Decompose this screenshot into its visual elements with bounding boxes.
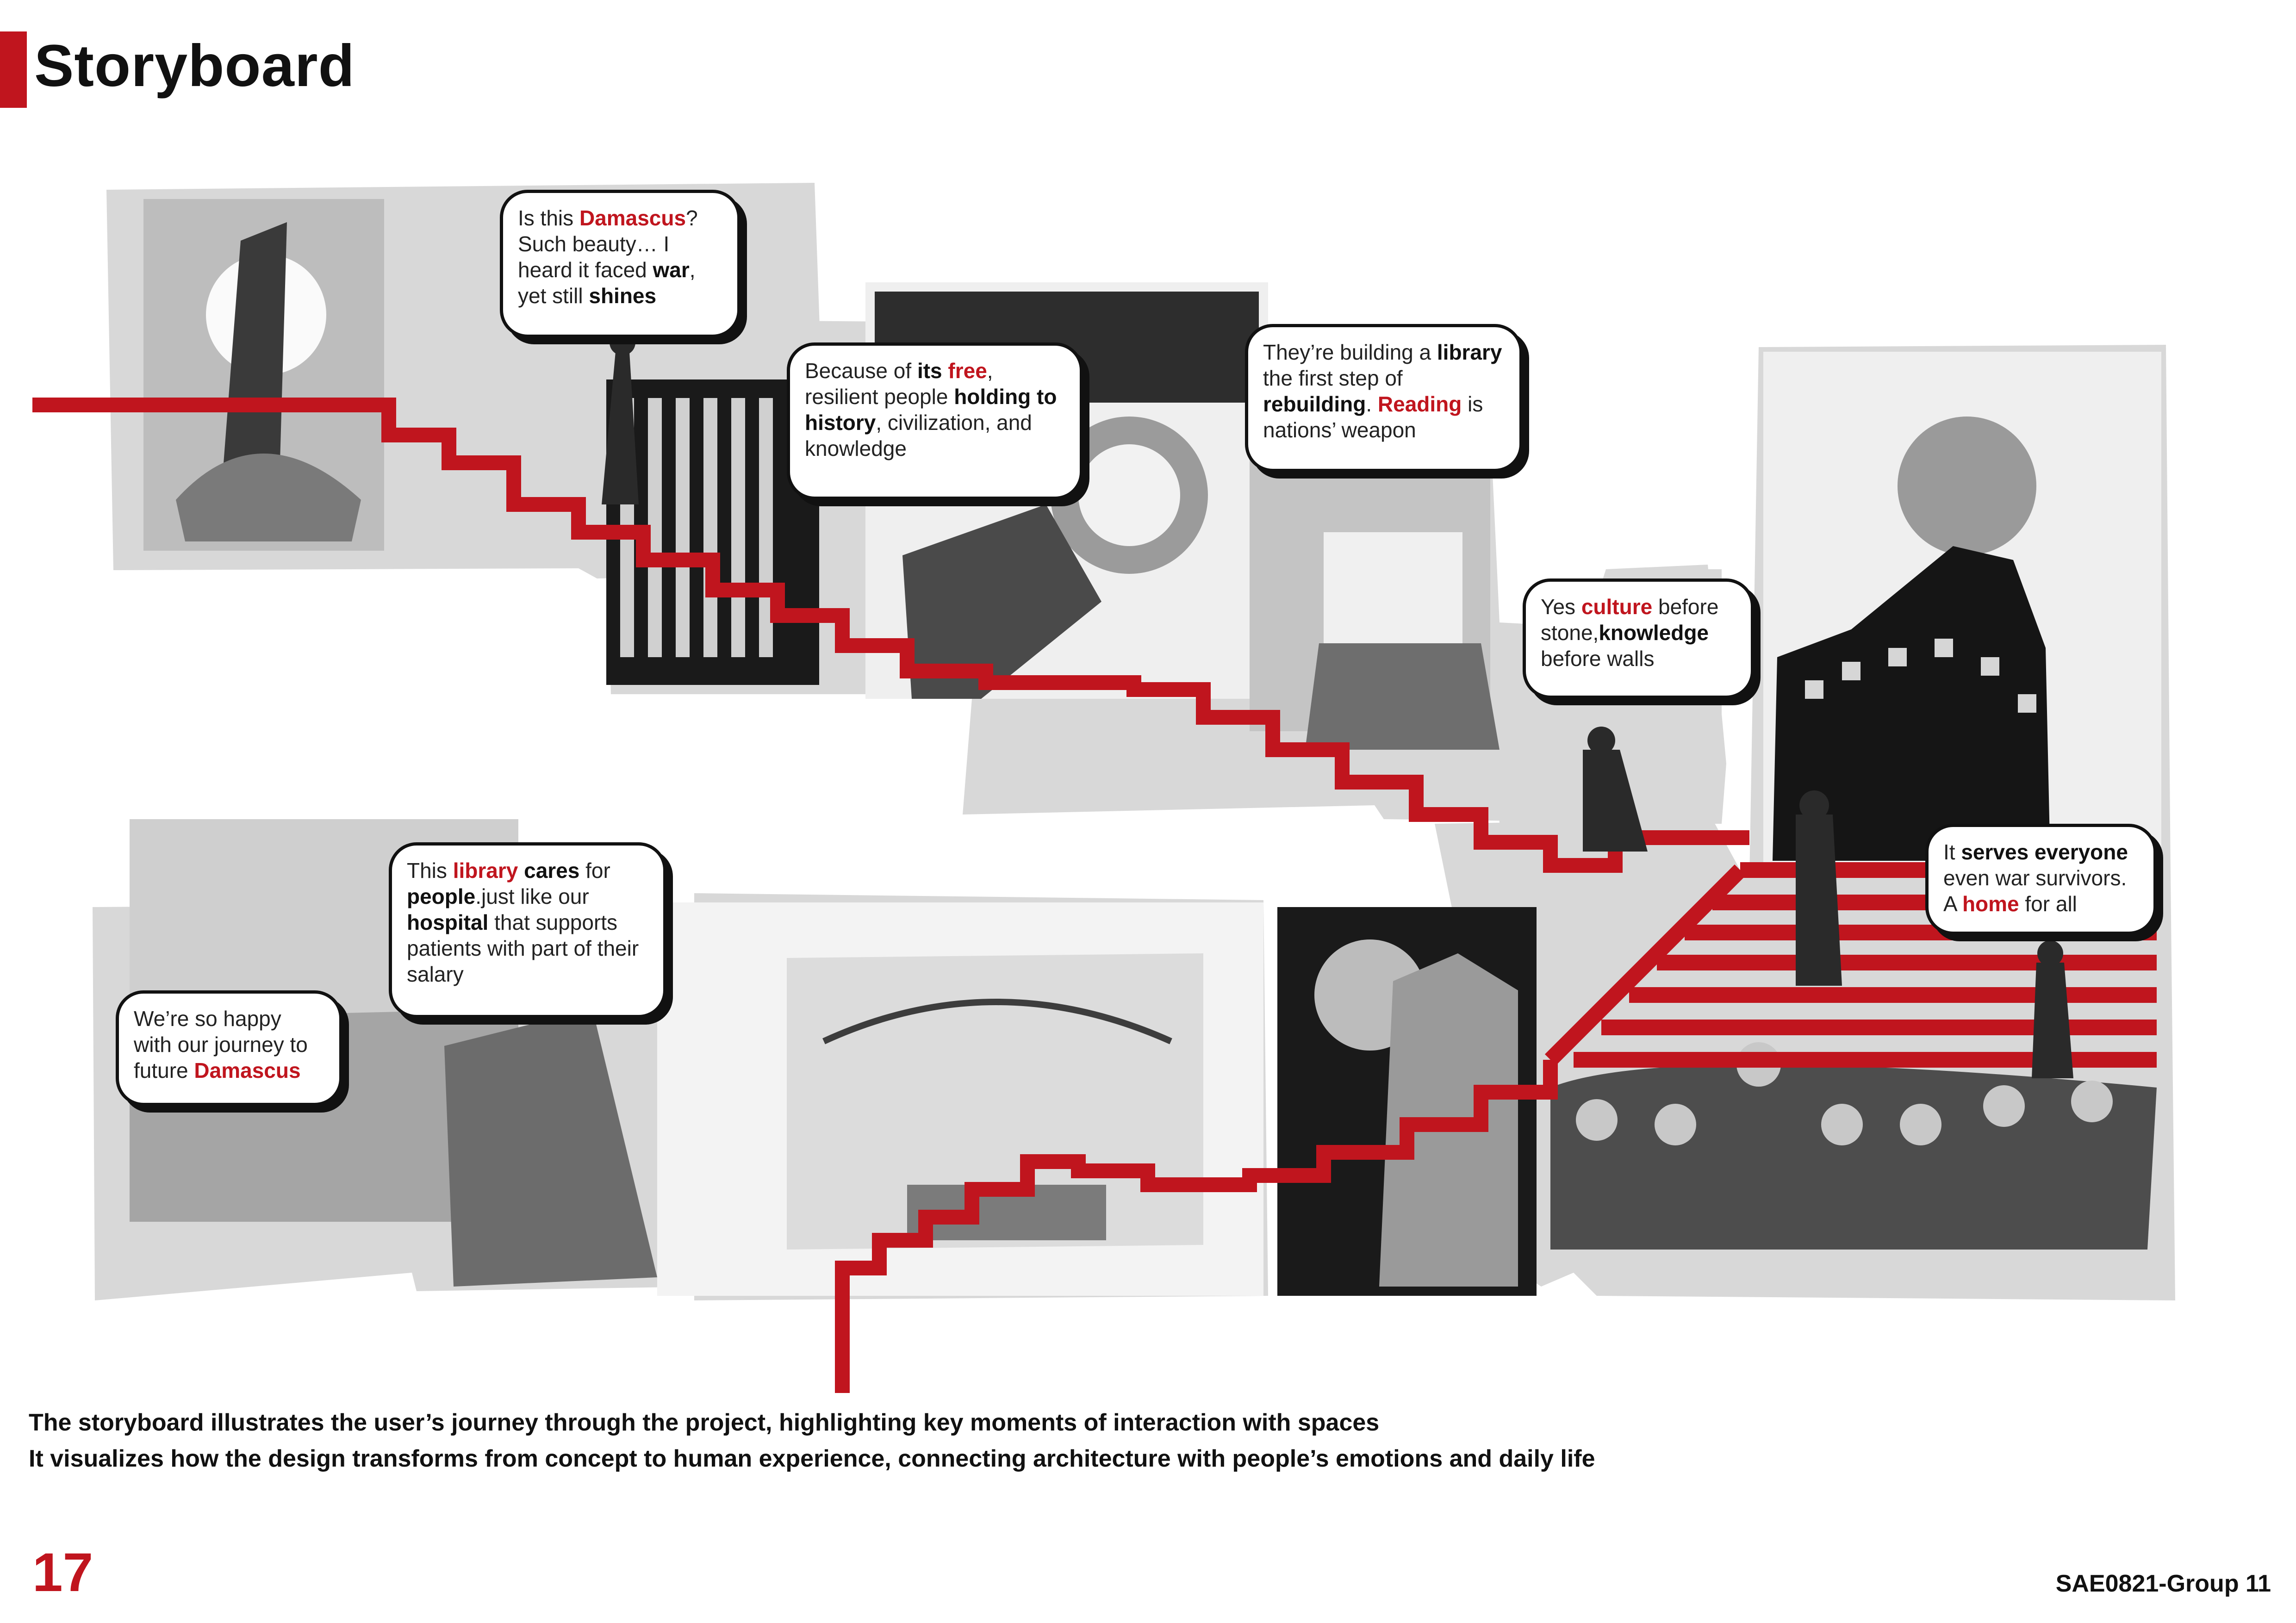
speech-bubble-library: They’re building a library the first ste…	[1245, 324, 1523, 472]
bubble-text-segment: serves everyone	[1961, 840, 2128, 864]
bubble-text-segment: before walls	[1541, 647, 1655, 671]
bubble-text-segment: culture	[1581, 595, 1653, 619]
bubble-text-segment: home	[1962, 892, 2019, 916]
figure-silhouettes	[602, 330, 2073, 1078]
bubble-text-segment: even war survivors. A	[1943, 866, 2127, 916]
bubble-text-segment: knowledge	[1599, 621, 1709, 645]
bubble-text-segment: Because of	[805, 359, 917, 383]
bubble-text-segment	[518, 858, 524, 883]
storyboard-caption: The storyboard illustrates the user’s jo…	[29, 1405, 1834, 1477]
bubble-text-segment: They’re building a	[1263, 340, 1437, 364]
bubble-text-segment: holding to history	[805, 385, 1057, 435]
bubble-text-segment: shines	[589, 284, 657, 308]
upper-stair-path	[32, 398, 1749, 873]
bubble-text-segment: Damascus	[194, 1058, 301, 1083]
bubble-text-segment: Yes	[1541, 595, 1581, 619]
bubble-text-segment: its	[917, 359, 948, 383]
bubble-text-segment: It	[1943, 840, 1961, 864]
speech-bubble-cares: This library cares for people.just like …	[389, 842, 666, 1018]
title-accent-bar	[0, 31, 27, 108]
bubble-text-segment: for all	[2019, 892, 2077, 916]
page-title: Storyboard	[34, 33, 355, 99]
speech-bubble-damascus: Is this Damascus? Such beauty… I heard i…	[500, 190, 740, 338]
bubble-text-segment: free	[948, 359, 987, 383]
bubble-text-segment: rebuilding	[1263, 392, 1366, 417]
bubble-text-segment: .	[1366, 392, 1378, 417]
bubble-text-segment: cares	[524, 858, 580, 883]
bubble-text-segment: This	[407, 858, 453, 883]
bubble-text-segment: that supports patients with part of thei…	[407, 910, 639, 987]
bubble-text-segment: is nations’ weapon	[1263, 392, 1483, 442]
bubble-text-segment: We’re so happy with our journey to futur…	[134, 1007, 308, 1083]
bubble-text-segment: the first step of	[1263, 366, 1403, 391]
bubble-text-segment: for	[579, 858, 610, 883]
bubble-text-segment: Reading	[1377, 392, 1462, 417]
bubble-text-segment: library	[453, 858, 518, 883]
bubble-text-segment: Damascus	[579, 206, 686, 230]
bubble-text-segment: , resilient people	[805, 359, 993, 409]
bubble-text-segment: library	[1437, 340, 1502, 364]
speech-bubble-culture: Yes culture before stone,knowledge befor…	[1523, 578, 1754, 699]
caption-line-2: It visualizes how the design transforms …	[29, 1445, 1595, 1472]
bubble-text-segment: before stone,	[1541, 595, 1719, 645]
speech-bubble-everyone: It serves everyone even war survivors. A…	[1925, 824, 2157, 935]
group-code: SAE0821-Group 11	[2055, 1570, 2271, 1597]
bubble-text-segment: war	[653, 258, 690, 282]
page-number: 17	[32, 1542, 93, 1603]
bubble-text-segment: Is this	[518, 206, 579, 230]
bubble-text-segment: .just like our	[475, 884, 589, 909]
bubble-text-segment: ? Such beauty… I heard it faced	[518, 206, 698, 282]
lower-stair-path	[835, 1060, 1558, 1393]
bubble-text-segment: , civilization, and knowledge	[805, 410, 1032, 461]
bubble-text-segment: , yet still	[518, 258, 696, 308]
speech-bubble-free: Because of its free, resilient people ho…	[787, 342, 1083, 500]
caption-line-1: The storyboard illustrates the user’s jo…	[29, 1409, 1380, 1436]
bubble-text-segment: people	[407, 884, 476, 909]
speech-bubble-happy: We’re so happy with our journey to futur…	[116, 990, 342, 1106]
bubble-text-segment: hospital	[407, 910, 489, 935]
